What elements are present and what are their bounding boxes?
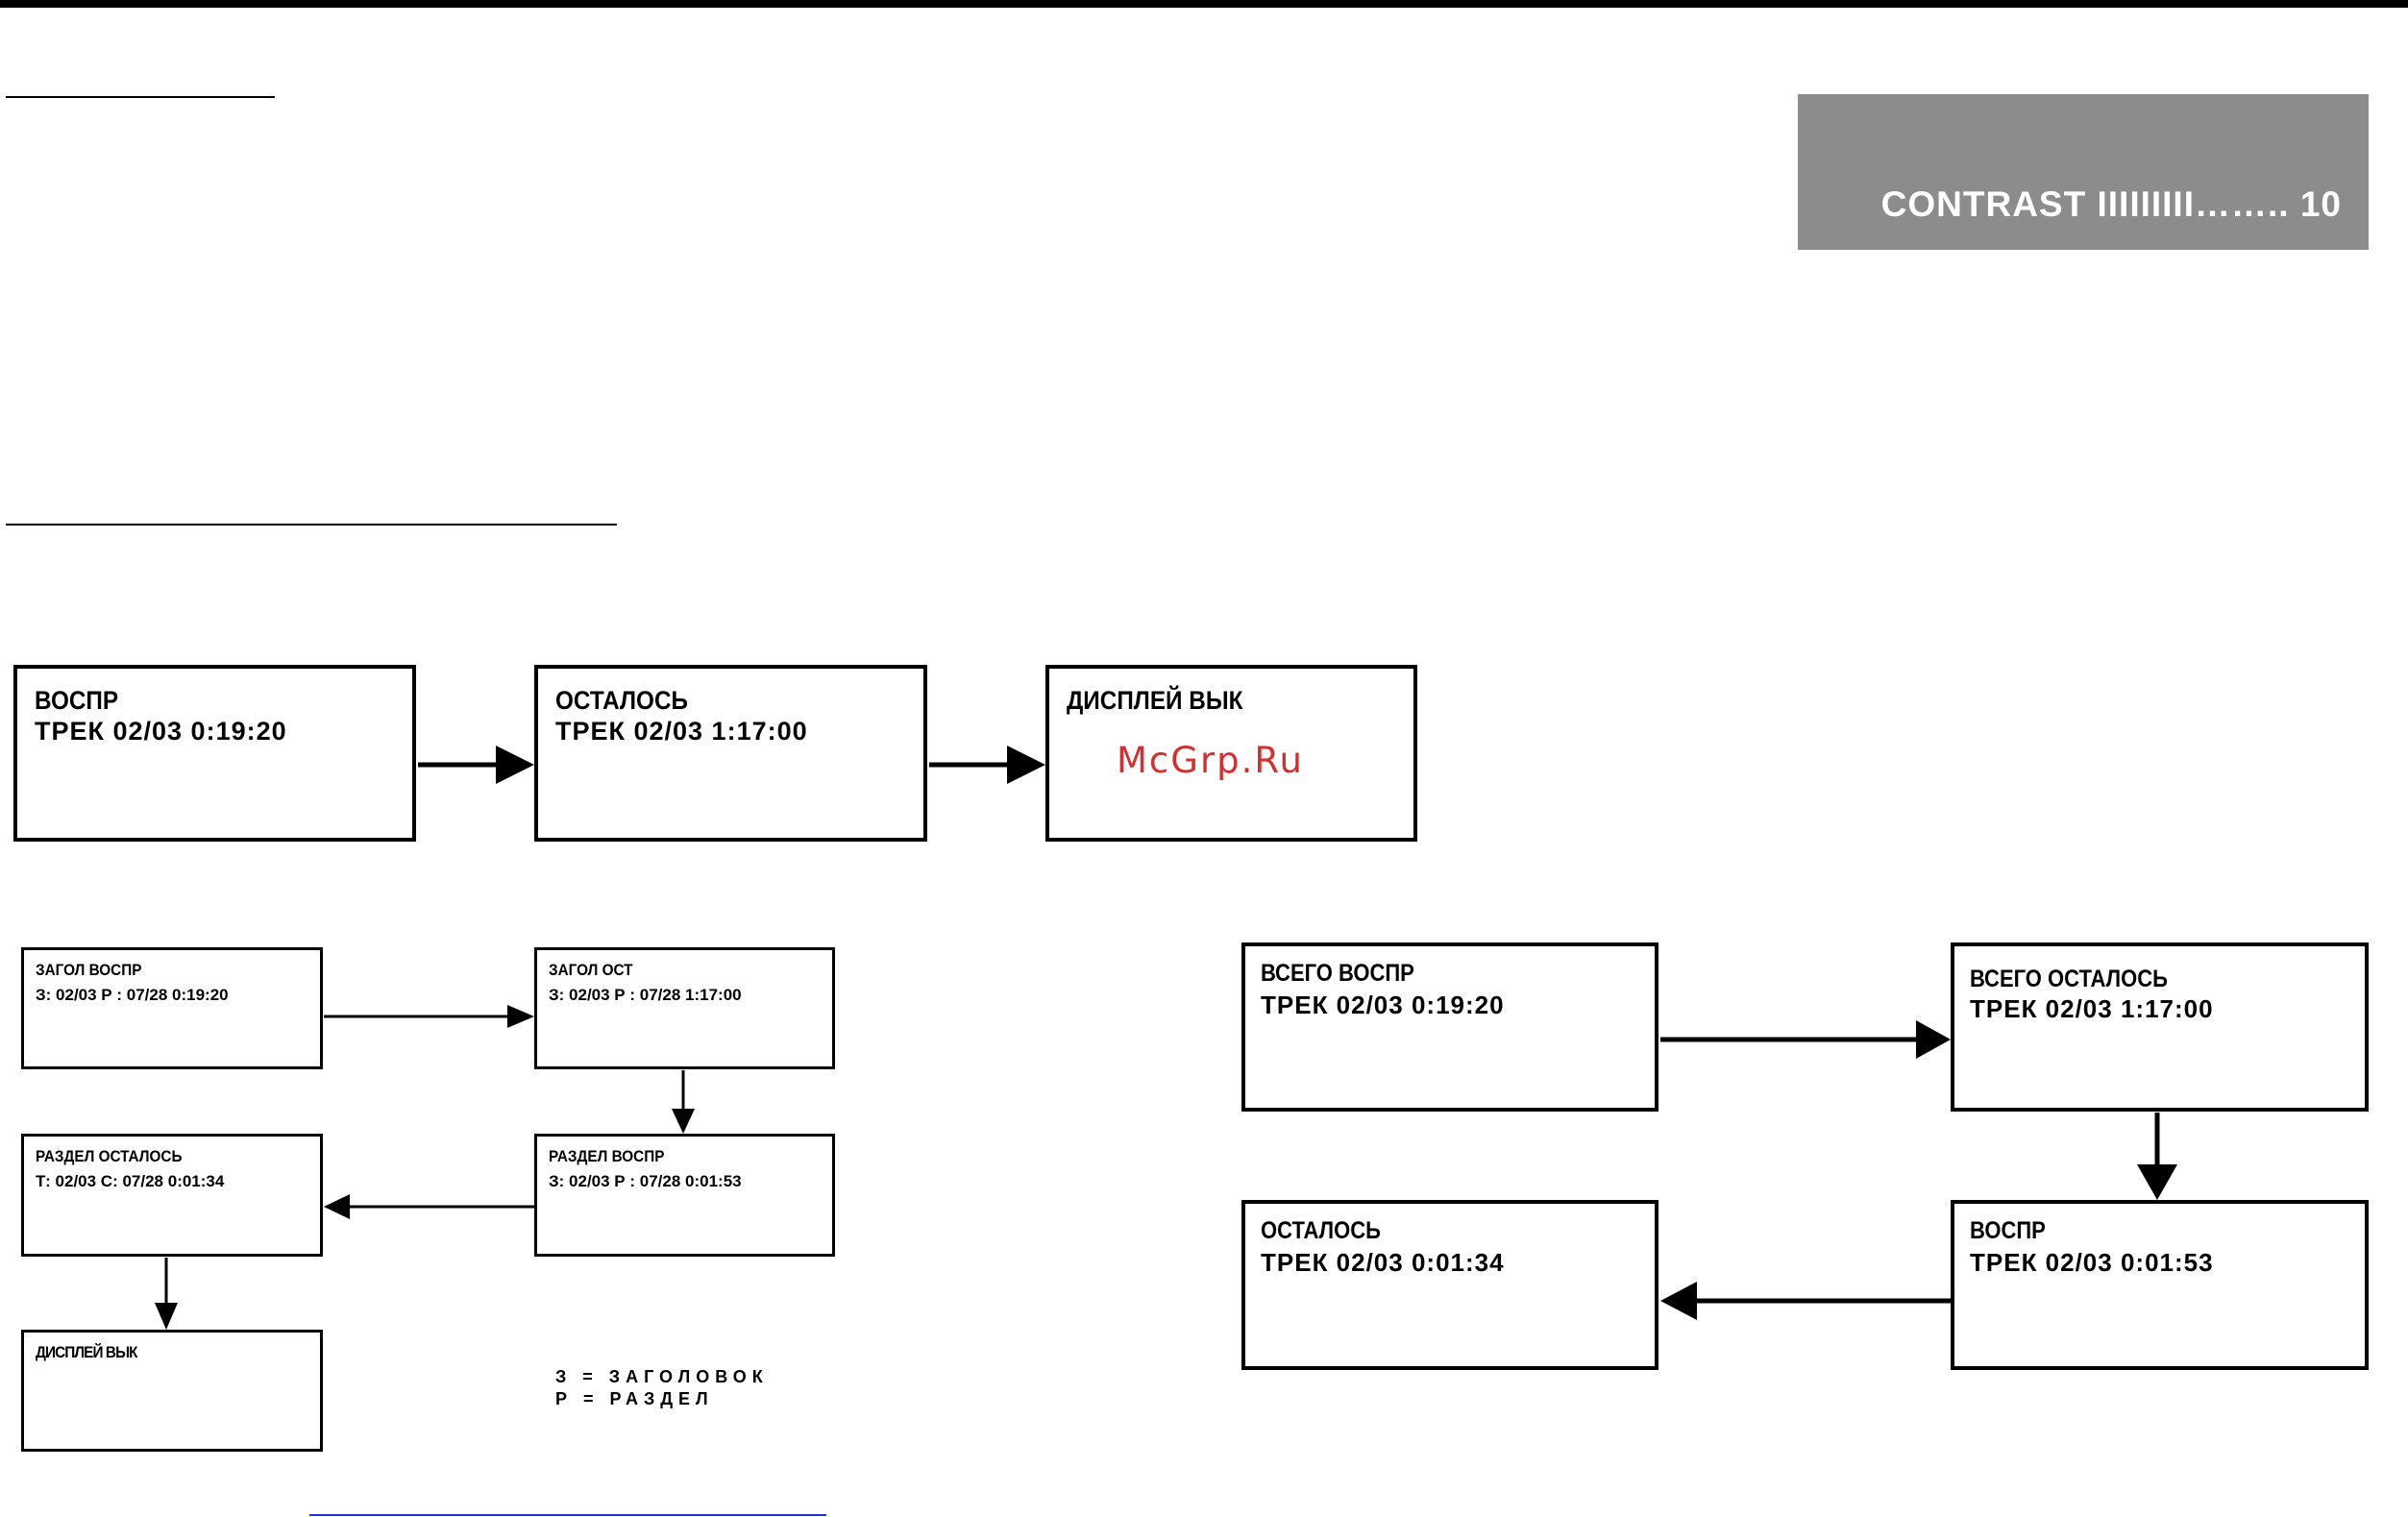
display-box-play: ВОСПР ТРЕК 02/03 0:19:20 xyxy=(13,665,416,842)
cd-total-remain-info: ТРЕК 02/03 1:17:00 xyxy=(1970,994,2214,1023)
dvd-box-title-play: ЗАГОЛ ВОСПР З: 02/03 Р : 07/28 0:19:20 xyxy=(21,947,323,1069)
arrow-remain-to-off xyxy=(929,746,1045,784)
display-box-play-title: ВОСПР xyxy=(35,686,119,715)
cd-box-total-remain: ВСЕГО ОСТАЛОСЬ ТРЕК 02/03 1:17:00 xyxy=(1951,942,2369,1112)
arrow-total-remain-to-track-play xyxy=(2137,1113,2177,1200)
contrast-display-panel: CONTRAST IIIIIIIII…….. 10 xyxy=(1798,94,2369,250)
cd-total-play-info: ТРЕК 02/03 0:19:20 xyxy=(1261,991,1505,1019)
dvd-title-remain-info: З: 02/03 Р : 07/28 1:17:00 xyxy=(549,986,742,1004)
contrast-label: CONTRAST IIIIIIIII…….. 10 xyxy=(1880,184,2342,224)
dvd-box-display-off: ДИСПЛЕЙ ВЫК xyxy=(21,1330,323,1452)
dvd-title-play-label: ЗАГОЛ ВОСПР xyxy=(36,961,142,979)
dvd-box-chapter-play: РАЗДЕЛ ВОСПР З: 02/03 Р : 07/28 0:01:53 xyxy=(534,1134,835,1257)
watermark: McGrp.Ru xyxy=(1117,740,1304,781)
dvd-chapter-play-info: З: 02/03 Р : 07/28 0:01:53 xyxy=(549,1172,742,1190)
top-border xyxy=(0,0,2408,8)
heading-underline-2 xyxy=(6,524,617,526)
legend-chapter-abbrev: Р = РАЗДЕЛ xyxy=(555,1389,714,1408)
display-box-play-info: ТРЕК 02/03 0:19:20 xyxy=(35,717,287,746)
cd-total-play-label: ВСЕГО ВОСПР xyxy=(1261,960,1414,987)
dvd-title-play-info: З: 02/03 Р : 07/28 0:19:20 xyxy=(36,986,229,1004)
display-box-off-title: ДИСПЛЕЙ ВЫК xyxy=(1067,686,1243,715)
cd-track-play-label: ВОСПР xyxy=(1970,1217,2046,1244)
dvd-title-remain-label: ЗАГОЛ ОСТ xyxy=(549,961,633,979)
dvd-display-off-label: ДИСПЛЕЙ ВЫК xyxy=(36,1343,138,1361)
legend-title-abbrev: З = ЗАГОЛОВОК xyxy=(555,1367,769,1386)
arrow-title-remain-to-chapter-play xyxy=(672,1070,695,1134)
arrow-total-play-to-total-remain xyxy=(1660,1020,1951,1059)
cd-track-remain-info: ТРЕК 02/03 0:01:34 xyxy=(1261,1248,1505,1277)
dvd-box-chapter-remain: РАЗДЕЛ ОСТАЛОСЬ Т: 02/03 С: 07/28 0:01:3… xyxy=(21,1134,323,1257)
cd-track-remain-label: ОСТАЛОСЬ xyxy=(1261,1217,1381,1244)
display-box-off: ДИСПЛЕЙ ВЫК xyxy=(1045,665,1417,842)
display-box-remain: ОСТАЛОСЬ ТРЕК 02/03 1:17:00 xyxy=(534,665,927,842)
heading-underline-1 xyxy=(6,96,275,98)
cd-track-play-info: ТРЕК 02/03 0:01:53 xyxy=(1970,1248,2214,1277)
cd-box-total-play: ВСЕГО ВОСПР ТРЕК 02/03 0:19:20 xyxy=(1241,942,1659,1112)
arrow-chapter-remain-to-display-off xyxy=(155,1258,178,1330)
dvd-chapter-play-label: РАЗДЕЛ ВОСПР xyxy=(549,1147,665,1165)
dvd-chapter-remain-label: РАЗДЕЛ ОСТАЛОСЬ xyxy=(36,1147,183,1165)
display-box-remain-title: ОСТАЛОСЬ xyxy=(555,686,688,715)
link-underline xyxy=(309,1514,826,1516)
arrow-track-play-to-track-remain xyxy=(1660,1282,1951,1320)
arrow-play-to-remain xyxy=(418,746,534,784)
dvd-box-title-remain: ЗАГОЛ ОСТ З: 02/03 Р : 07/28 1:17:00 xyxy=(534,947,835,1069)
display-box-remain-info: ТРЕК 02/03 1:17:00 xyxy=(555,717,808,746)
arrow-title-play-to-title-remain xyxy=(324,1005,534,1028)
dvd-chapter-remain-info: Т: 02/03 С: 07/28 0:01:34 xyxy=(36,1172,225,1190)
cd-box-track-remain: ОСТАЛОСЬ ТРЕК 02/03 0:01:34 xyxy=(1241,1200,1659,1370)
cd-box-track-play: ВОСПР ТРЕК 02/03 0:01:53 xyxy=(1951,1200,2369,1370)
dvd-legend: З = ЗАГОЛОВОК Р = РАЗДЕЛ xyxy=(555,1366,769,1410)
arrow-chapter-play-to-chapter-remain xyxy=(324,1194,534,1219)
cd-total-remain-label: ВСЕГО ОСТАЛОСЬ xyxy=(1970,966,2168,992)
